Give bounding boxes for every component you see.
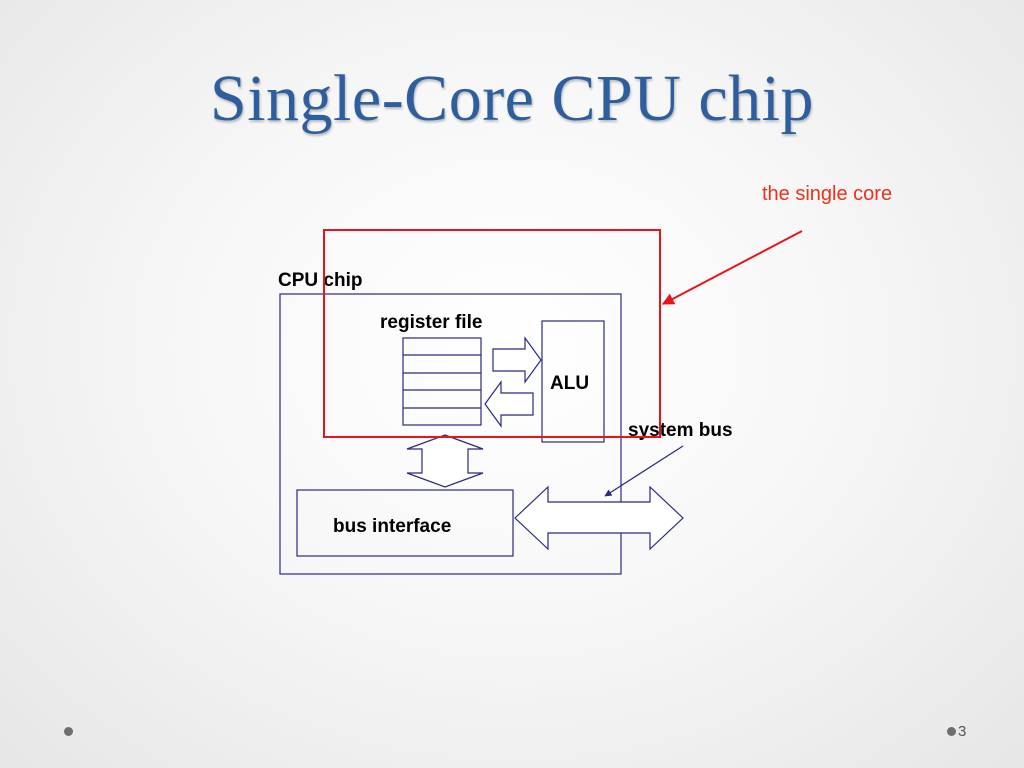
register-file <box>402 337 482 426</box>
cpu-chip-label: CPU chip <box>278 270 362 291</box>
alu-to-register-arrow <box>484 380 534 428</box>
callout-arrow <box>661 230 803 305</box>
bus-interface-box <box>296 489 514 557</box>
register-to-alu-arrow <box>492 336 542 384</box>
register-file-label: register file <box>380 312 482 333</box>
alu-label: ALU <box>550 373 589 394</box>
footer-right-dot <box>947 727 956 736</box>
system-bus-label: system bus <box>628 420 733 441</box>
single-core-highlight <box>323 229 661 438</box>
single-core-callout: the single core <box>762 183 892 205</box>
bus-interface-label: bus interface <box>333 516 451 537</box>
register-bus-double-arrow <box>406 434 484 488</box>
alu-box <box>541 320 605 443</box>
page-number: 3 <box>958 723 967 740</box>
slide-title: Single-Core CPU chip <box>210 62 814 135</box>
cpu-chip-box <box>279 293 622 575</box>
footer-left-dot <box>64 727 73 736</box>
system-bus-double-arrow <box>514 485 684 551</box>
system-bus-pointer <box>604 445 684 497</box>
